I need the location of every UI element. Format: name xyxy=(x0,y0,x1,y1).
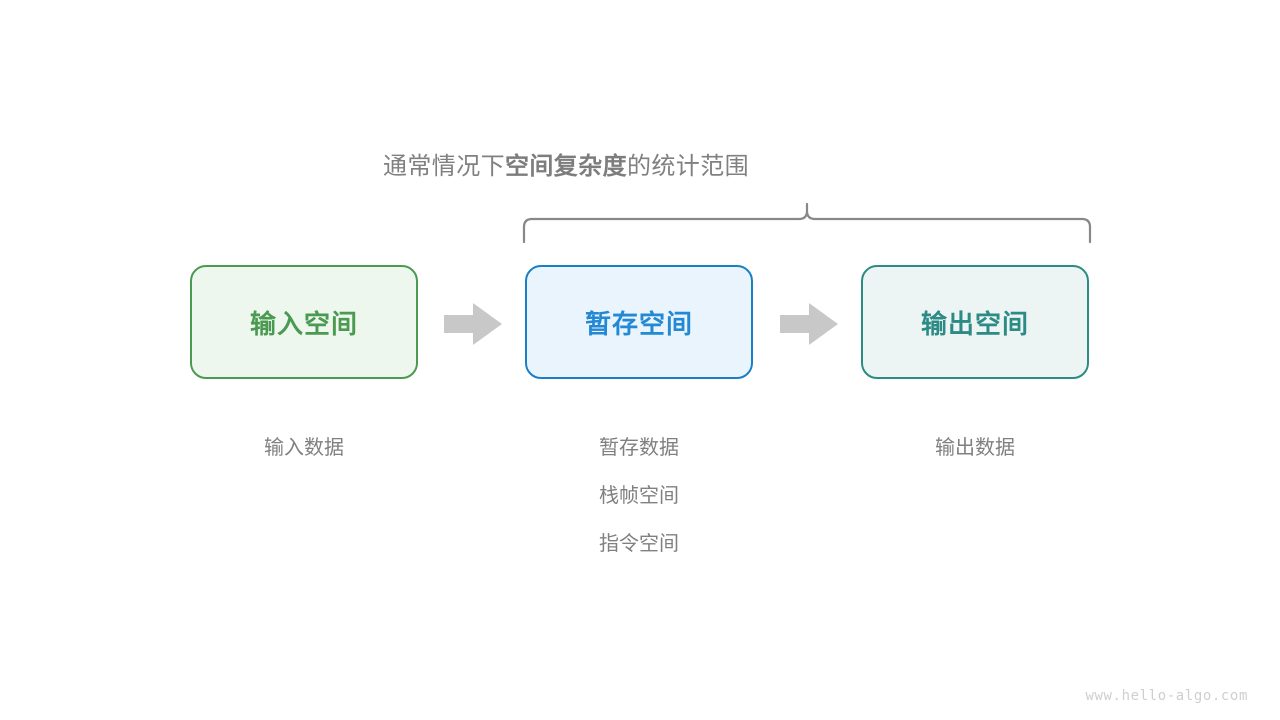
arrow-buffer-to-output xyxy=(780,303,838,345)
scope-brace xyxy=(522,202,1092,244)
arrow-input-to-buffer xyxy=(444,303,502,345)
caption-column-output: 输出数据 xyxy=(861,424,1089,472)
box-output-space: 输出空间 xyxy=(861,265,1089,379)
caption-line: 指令空间 xyxy=(599,533,679,555)
watermark: www.hello-algo.com xyxy=(1085,688,1248,704)
scope-title-prefix: 通常情况下 xyxy=(383,153,505,180)
box-buffer-space: 暂存空间 xyxy=(525,265,753,379)
caption-line: 输入数据 xyxy=(264,437,344,459)
caption-column-buffer: 暂存数据 栈帧空间 指令空间 xyxy=(525,424,753,568)
box-input-space-label: 输入空间 xyxy=(249,308,358,339)
box-input-space: 输入空间 xyxy=(190,265,418,379)
caption-line: 栈帧空间 xyxy=(599,485,679,507)
box-buffer-space-label: 暂存空间 xyxy=(584,308,693,339)
caption-column-input: 输入数据 xyxy=(190,424,418,472)
caption-line: 输出数据 xyxy=(935,437,1015,459)
box-output-space-label: 输出空间 xyxy=(920,308,1029,339)
scope-title-strong: 空间复杂度 xyxy=(505,153,627,180)
scope-title: 通常情况下空间复杂度的统计范围 xyxy=(0,146,1206,181)
scope-title-suffix: 的统计范围 xyxy=(627,153,749,180)
caption-line: 暂存数据 xyxy=(599,437,679,459)
